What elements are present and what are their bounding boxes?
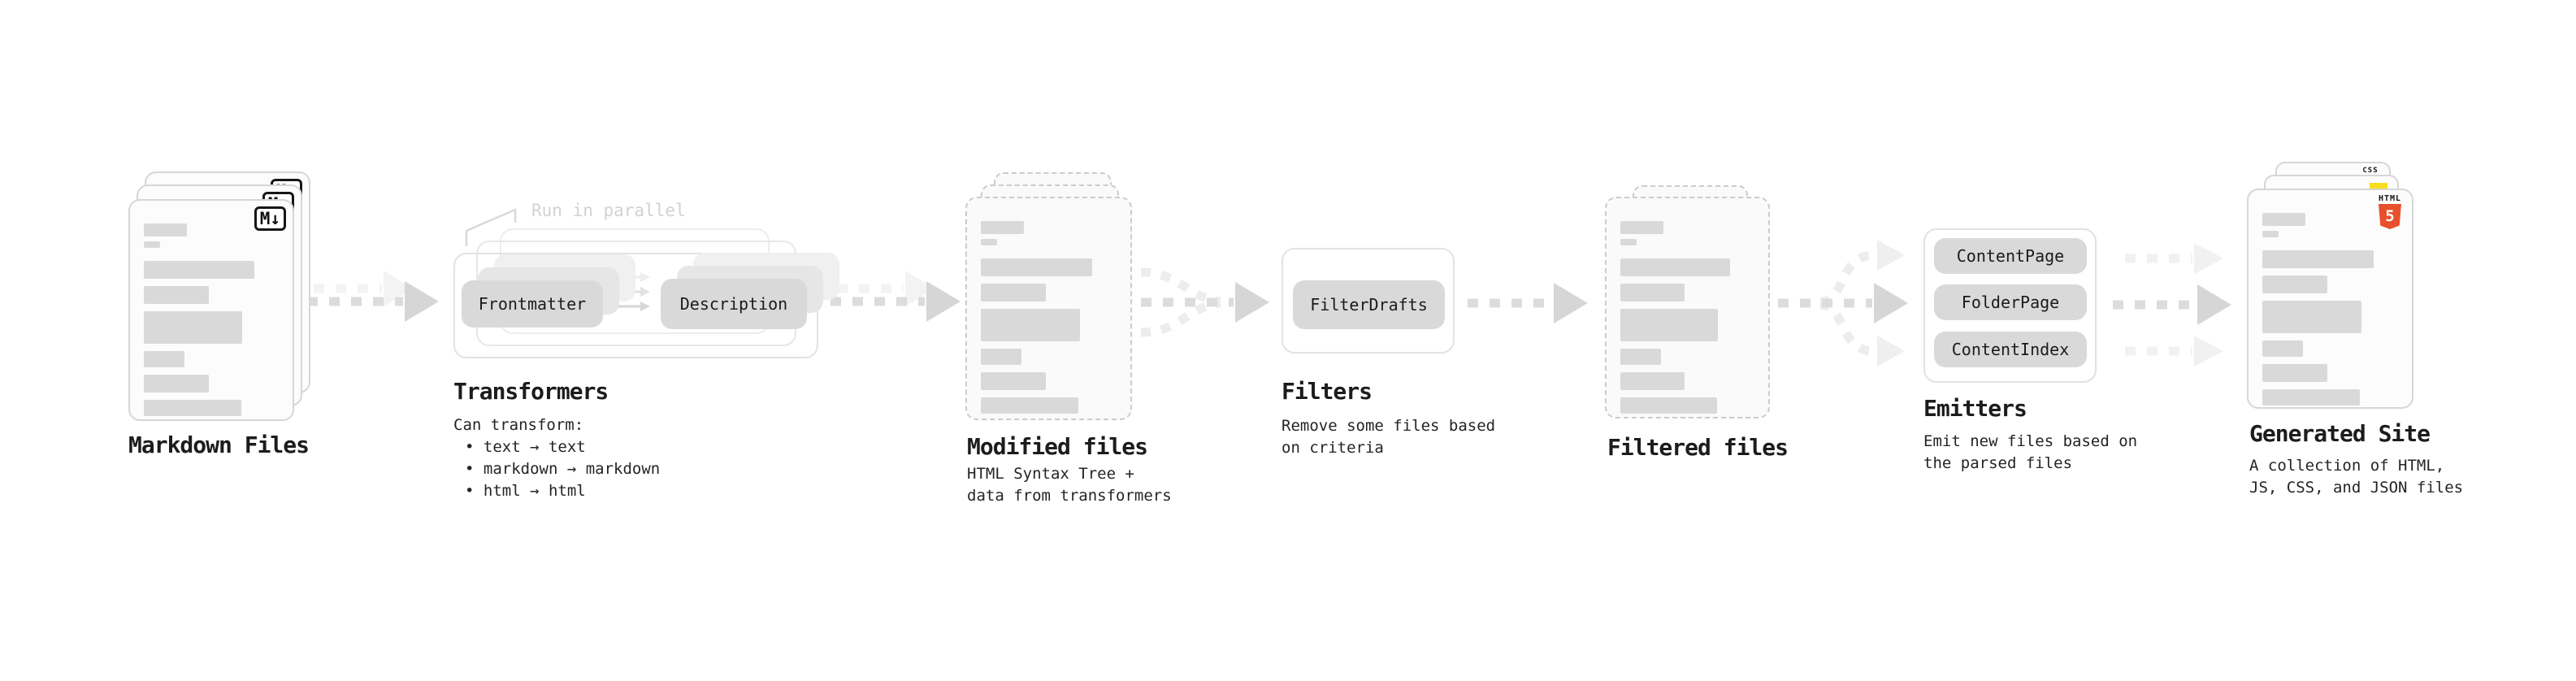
text-line-placeholder xyxy=(144,400,241,416)
run-in-parallel-annotation: Run in parallel xyxy=(531,201,686,220)
bullet-item: • text → text xyxy=(465,438,586,456)
arrow-filters-to-filtered xyxy=(1468,283,1588,323)
generated-doc-html: HTML 5 xyxy=(2247,189,2413,409)
desc-line: Remove some files based xyxy=(1281,417,1496,435)
text-line-placeholder xyxy=(2262,231,2279,237)
stage-label-filters: Filters xyxy=(1281,378,1373,405)
text-line-placeholder xyxy=(2262,213,2306,226)
transformers-description: Can transform: • text → text • markdown … xyxy=(453,414,660,502)
text-line-placeholder xyxy=(144,286,209,304)
desc-line: on criteria xyxy=(1281,439,1384,457)
folderpage-node: FolderPage xyxy=(1934,284,2087,320)
text-line-placeholder xyxy=(144,375,209,393)
desc-heading: Can transform: xyxy=(453,416,584,434)
text-line-placeholder xyxy=(144,223,188,236)
text-line-placeholder xyxy=(2262,340,2304,357)
stage-label-emitters: Emitters xyxy=(1923,395,2027,422)
text-line-placeholder xyxy=(1620,397,1717,414)
arrow-markdown-to-transformers xyxy=(307,271,439,322)
text-line-placeholder xyxy=(1620,349,1661,365)
generated-site-description: A collection of HTML, JS, CSS, and JSON … xyxy=(2249,455,2463,499)
text-line-placeholder xyxy=(2262,301,2361,333)
modified-doc-front xyxy=(965,197,1132,420)
text-line-placeholder xyxy=(1620,284,1685,301)
text-line-placeholder xyxy=(981,309,1080,341)
stage-label-filtered-files: Filtered files xyxy=(1607,434,1789,461)
bullet-item: • markdown → markdown xyxy=(465,460,661,478)
frontmatter-node: Frontmatter xyxy=(462,280,603,327)
stage-label-transformers: Transformers xyxy=(453,378,609,405)
desc-line: HTML Syntax Tree + xyxy=(967,465,1134,483)
text-line-placeholder xyxy=(2262,364,2328,382)
text-line-placeholder xyxy=(981,284,1047,301)
doc-content xyxy=(981,221,1117,414)
text-line-placeholder xyxy=(2262,389,2361,406)
stage-label-generated-site: Generated Site xyxy=(2249,420,2431,447)
markdown-doc-front: M↓ xyxy=(128,199,294,421)
text-line-placeholder xyxy=(144,351,184,367)
desc-line: A collection of HTML, xyxy=(2249,457,2445,475)
text-line-placeholder xyxy=(981,372,1047,390)
text-line-placeholder xyxy=(981,349,1022,365)
html5-icon-shield: 5 xyxy=(2379,204,2401,229)
desc-line: the parsed files xyxy=(1923,454,2073,472)
text-line-placeholder xyxy=(1620,258,1731,276)
contentpage-node: ContentPage xyxy=(1934,238,2087,274)
text-line-placeholder xyxy=(981,221,1025,234)
arrow-filtered-to-emitters-fanout xyxy=(1778,240,1908,367)
modified-files-description: HTML Syntax Tree + data from transformer… xyxy=(967,463,1172,507)
markdown-icon: M↓ xyxy=(254,206,286,231)
text-line-placeholder xyxy=(2262,250,2374,268)
doc-content xyxy=(2262,213,2398,406)
filterdrafts-node: FilterDrafts xyxy=(1293,280,1445,329)
filtered-doc-front xyxy=(1605,197,1770,419)
text-line-placeholder xyxy=(1620,221,1663,234)
doc-content xyxy=(144,223,279,416)
arrow-emitters-to-generated xyxy=(2113,243,2231,367)
text-line-placeholder xyxy=(144,241,160,248)
stage-label-modified-files: Modified files xyxy=(967,433,1148,460)
stage-label-markdown-files: Markdown Files xyxy=(128,432,310,458)
html5-icon: HTML 5 xyxy=(2375,194,2405,229)
text-line-placeholder xyxy=(144,311,243,344)
doc-content xyxy=(1620,221,1754,414)
desc-line: data from transformers xyxy=(967,487,1172,505)
text-line-placeholder xyxy=(144,261,255,279)
filters-description: Remove some files based on criteria xyxy=(1281,415,1495,459)
text-line-placeholder xyxy=(2262,275,2328,293)
emitters-description: Emit new files based on the parsed files xyxy=(1923,431,2137,475)
css-icon-word: CSS xyxy=(2362,167,2379,175)
text-line-placeholder xyxy=(981,239,998,245)
desc-line: Emit new files based on xyxy=(1923,432,2138,450)
text-line-placeholder xyxy=(1620,309,1719,341)
description-node: Description xyxy=(661,279,807,329)
arrow-modified-to-filters-merge xyxy=(1140,267,1269,337)
contentindex-node: ContentIndex xyxy=(1934,332,2087,367)
text-line-placeholder xyxy=(981,258,1092,276)
bullet-item: • html → html xyxy=(465,482,586,500)
text-line-placeholder xyxy=(1620,372,1685,390)
desc-line: JS, CSS, and JSON files xyxy=(2249,479,2464,497)
text-line-placeholder xyxy=(981,397,1079,414)
html5-icon-word: HTML xyxy=(2378,194,2402,203)
text-line-placeholder xyxy=(1620,239,1637,245)
arrow-transformers-to-modified xyxy=(830,271,961,322)
